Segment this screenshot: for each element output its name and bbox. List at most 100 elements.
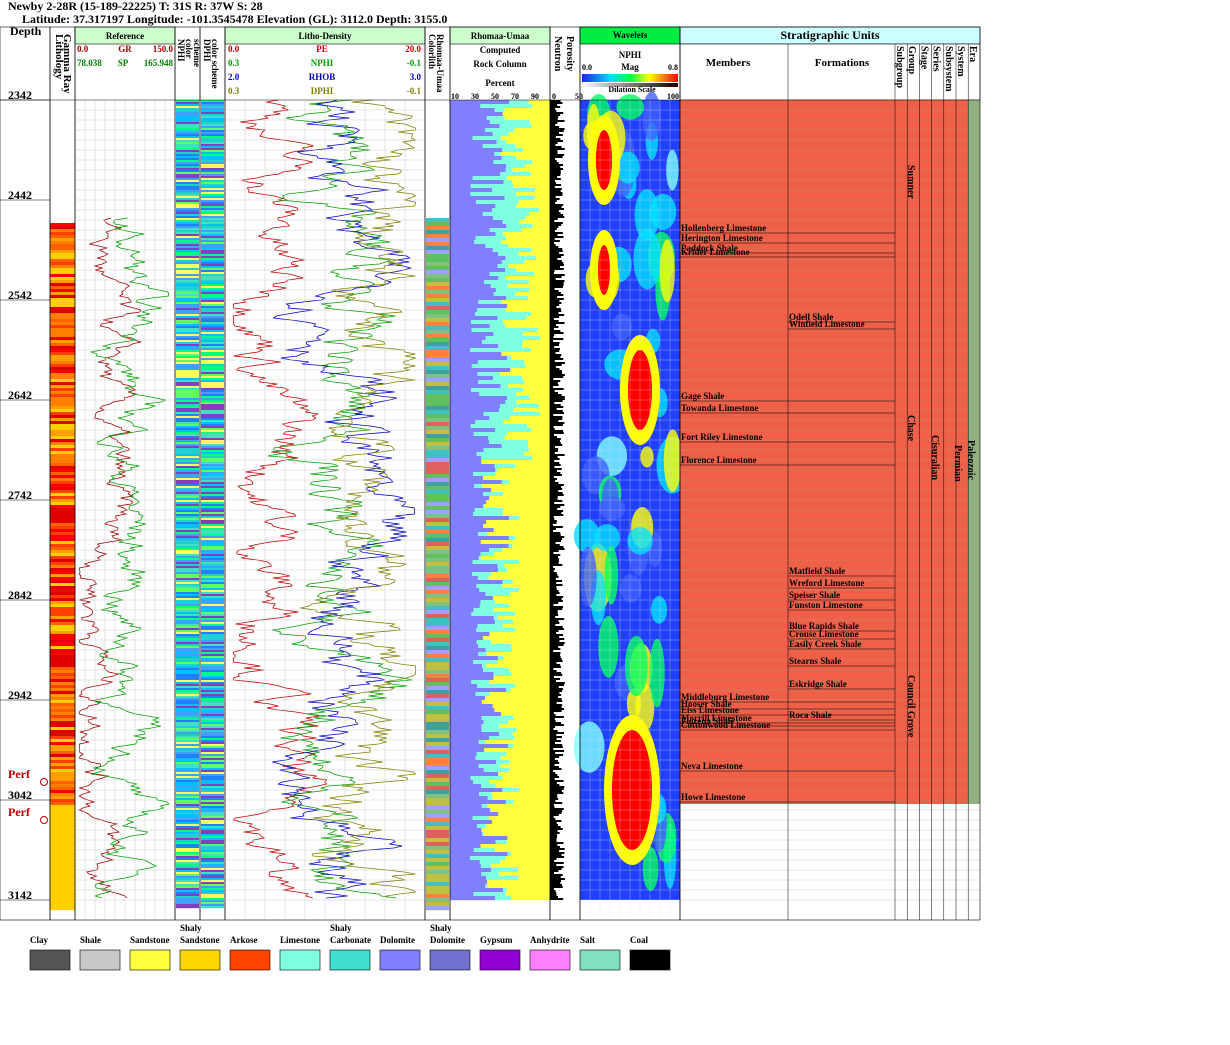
nphi-color-band	[176, 232, 199, 235]
colorlith-band	[426, 586, 449, 591]
nphi-color-band	[176, 290, 199, 293]
dilation-bar	[582, 83, 678, 87]
limestone-fill	[492, 248, 532, 253]
colorlith-band	[426, 670, 449, 675]
rhob-max: 3.0	[410, 72, 422, 82]
nphi-color-band	[176, 746, 199, 749]
dphi-color-band	[201, 558, 224, 561]
dphi-color-band	[201, 676, 224, 679]
percent-tick: 50	[491, 92, 499, 101]
neutron-porosity-fill	[550, 322, 565, 324]
colorlith-band	[426, 502, 449, 507]
nphi-color-band	[176, 330, 199, 333]
nphi-color-band	[176, 166, 199, 169]
dolomite-fill	[450, 360, 478, 365]
neutron-porosity-fill	[550, 524, 554, 526]
nphi-color-band	[176, 404, 199, 407]
dphi-color-band	[201, 506, 224, 509]
dphi-color-band	[201, 636, 224, 639]
nphi-color-band	[176, 572, 199, 575]
neutron-porosity-fill	[550, 818, 556, 820]
neutron-porosity-fill	[550, 852, 565, 854]
neutron-porosity-fill	[550, 808, 564, 810]
limestone-fill	[499, 124, 532, 129]
gamma-color-band	[50, 898, 75, 902]
neutron-porosity-fill	[550, 848, 565, 850]
sandstone-fill	[508, 244, 550, 249]
gamma-color-band	[50, 721, 75, 725]
nphi-color-band	[176, 760, 199, 763]
sandstone-fill	[519, 516, 550, 521]
gamma-color-band	[50, 514, 75, 518]
dolomite-fill	[450, 328, 472, 333]
dphi-color-band	[201, 196, 224, 199]
depth-tick-label: 3042	[8, 788, 32, 802]
dphi-color-band	[201, 762, 224, 765]
sandstone-fill	[531, 312, 550, 317]
dphi-color-band	[201, 536, 224, 539]
nphi-color-band	[176, 670, 199, 673]
dphi-color-band	[201, 502, 224, 505]
dphi-color-band	[201, 544, 224, 547]
dphi-color-band	[201, 188, 224, 191]
member-label: Gage Shale	[681, 391, 724, 401]
limestone-fill	[481, 872, 500, 877]
gamma-color-band	[50, 766, 75, 770]
nphi-color-band	[176, 808, 199, 811]
litho-density-title: Litho-Density	[298, 31, 352, 41]
neutron-porosity-fill	[550, 158, 556, 160]
dphi-color-band	[201, 872, 224, 875]
dphi-color-band	[201, 348, 224, 351]
neutron-porosity-fill	[550, 806, 555, 808]
dolomite-fill	[450, 368, 510, 373]
limestone-fill	[482, 504, 485, 509]
nphi-color-band	[176, 624, 199, 627]
sandstone-fill	[516, 268, 550, 273]
dphi-color-band	[201, 430, 224, 433]
nphi-color-band	[176, 770, 199, 773]
nphi-color-band	[176, 654, 199, 657]
neutron-porosity-fill	[550, 810, 563, 812]
dolomite-fill	[450, 800, 506, 805]
limestone-fill	[485, 592, 511, 597]
limestone-fill	[475, 692, 490, 697]
dphi-color-band	[201, 230, 224, 233]
sandstone-fill	[481, 460, 550, 465]
dolomite-fill	[450, 732, 500, 737]
dphi-color-band	[201, 360, 224, 363]
dolomite-fill	[450, 636, 500, 641]
neutron-porosity-fill	[550, 178, 561, 180]
colorlith-band	[426, 602, 449, 607]
dolomite-fill	[450, 408, 499, 413]
gamma-color-band	[50, 691, 75, 695]
dphi-curve	[300, 99, 417, 899]
colorlith-band	[426, 630, 449, 635]
dolomite-fill	[450, 812, 499, 817]
gamma-color-band	[50, 367, 75, 371]
neutron-porosity-fill	[550, 860, 555, 862]
gamma-color-band	[50, 718, 75, 722]
legend-swatch	[129, 949, 171, 971]
dolomite-fill	[450, 748, 510, 753]
sumner-label: Sumner	[905, 165, 916, 199]
neutron-porosity-fill	[550, 670, 557, 672]
formation-label: Wreford Limestone	[789, 578, 864, 588]
limestone-fill	[505, 168, 513, 173]
dolomite-fill	[450, 764, 479, 769]
dphi-color-band	[201, 240, 224, 243]
dphi-color-band	[201, 228, 224, 231]
colorlith-band	[426, 442, 449, 447]
gamma-color-band	[50, 412, 75, 416]
sandstone-fill	[507, 836, 550, 841]
percent-tick: 30	[471, 92, 479, 101]
dphi-color-band	[201, 774, 224, 777]
nphi-color-band	[176, 720, 199, 723]
nphi-color-band	[176, 662, 199, 665]
nphi-color-band	[176, 208, 199, 211]
sandstone-fill	[516, 204, 550, 209]
limestone-fill	[470, 856, 506, 861]
colorlith-band	[426, 550, 449, 555]
sandstone-fill	[532, 456, 550, 461]
sandstone-fill	[508, 480, 550, 485]
neutron-porosity-fill	[550, 186, 555, 188]
